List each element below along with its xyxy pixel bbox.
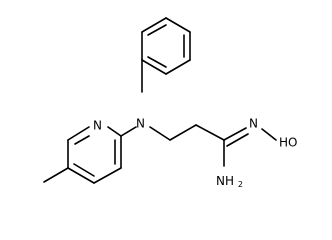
chemical-structure: N N N HO NH 2 xyxy=(43,17,297,189)
phenyl-inner-3 xyxy=(147,56,167,68)
phenyl-bond-2 xyxy=(165,17,191,33)
amine-group-subscript: 2 xyxy=(238,180,243,189)
n-to-oh-bond xyxy=(261,128,277,141)
amine-to-chain-bond xyxy=(149,126,171,141)
pyridine-bond-5 xyxy=(93,167,122,184)
amidine-double-bond-b xyxy=(226,133,249,147)
hydroxyl-label: HO xyxy=(279,136,297,150)
methyl-bond xyxy=(43,167,69,183)
phenyl-inner-1 xyxy=(147,24,167,36)
amine-to-pyridine-bond xyxy=(120,126,137,137)
chain-bond-1 xyxy=(169,124,197,141)
amine-group-label: NH 2 xyxy=(216,174,243,189)
imine-nitrogen-label: N xyxy=(249,117,258,131)
pyridine-bond-2 xyxy=(67,126,90,141)
pyridine-bond-4 xyxy=(67,167,95,184)
amine-group-main: NH xyxy=(216,174,234,188)
amine-nitrogen-label: N xyxy=(136,117,145,131)
pyridine-bond-1 xyxy=(107,126,122,137)
pyridine-nitrogen-label: N xyxy=(93,119,102,133)
chain-bond-2 xyxy=(195,124,225,141)
amidine-double-bond-a xyxy=(223,127,247,141)
phenyl-bond-5 xyxy=(141,59,167,75)
phenyl-bond-4 xyxy=(165,59,191,75)
pyridine-inner-2 xyxy=(74,135,90,145)
structure-canvas: N N N HO NH 2 xyxy=(43,17,298,189)
phenyl-bond-1 xyxy=(141,17,167,33)
pyridine-inner-3 xyxy=(73,163,95,177)
